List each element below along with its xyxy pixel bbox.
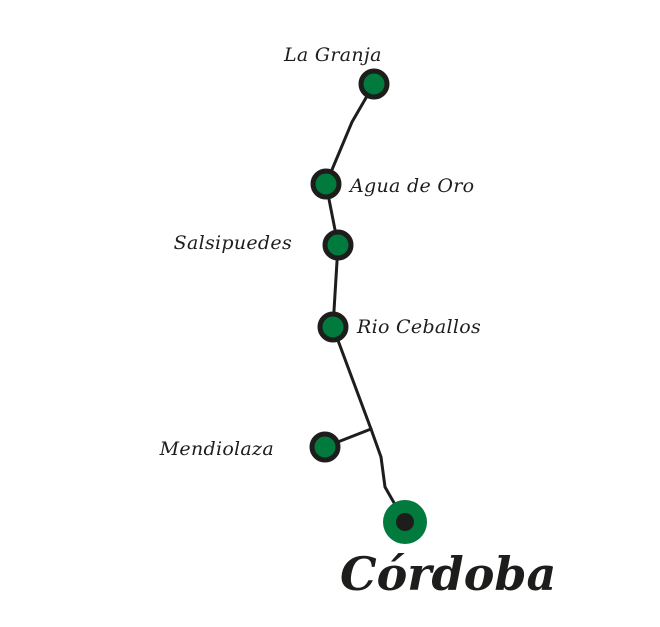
stop-la-granja[interactable]: La Granja (283, 44, 390, 100)
terminal-core-dot (396, 513, 414, 531)
stop-marker-icon[interactable] (322, 229, 354, 261)
terminal-cordoba[interactable]: Córdoba (340, 500, 556, 601)
stop-marker-icon[interactable] (358, 68, 390, 100)
stop-salsipuedes[interactable]: Salsipuedes (174, 229, 354, 261)
stop-label-salsipuedes: Salsipuedes (174, 232, 292, 254)
route-line (324, 82, 407, 524)
stop-label-la-granja: La Granja (283, 44, 382, 66)
stop-marker-icon[interactable] (317, 311, 349, 343)
stop-marker-icon[interactable] (310, 168, 342, 200)
stop-label-mendiolaza: Mendiolaza (159, 438, 274, 460)
stop-rio-ceballos[interactable]: Rio Ceballos (317, 311, 481, 343)
stop-label-rio-ceballos: Rio Ceballos (356, 316, 481, 338)
stop-marker-icon[interactable] (309, 431, 341, 463)
terminal-label-cordoba: Córdoba (340, 547, 556, 601)
stop-agua-de-oro[interactable]: Agua de Oro (310, 168, 474, 200)
stop-mendiolaza[interactable]: Mendiolaza (159, 431, 341, 463)
stop-label-agua-de-oro: Agua de Oro (348, 175, 474, 197)
